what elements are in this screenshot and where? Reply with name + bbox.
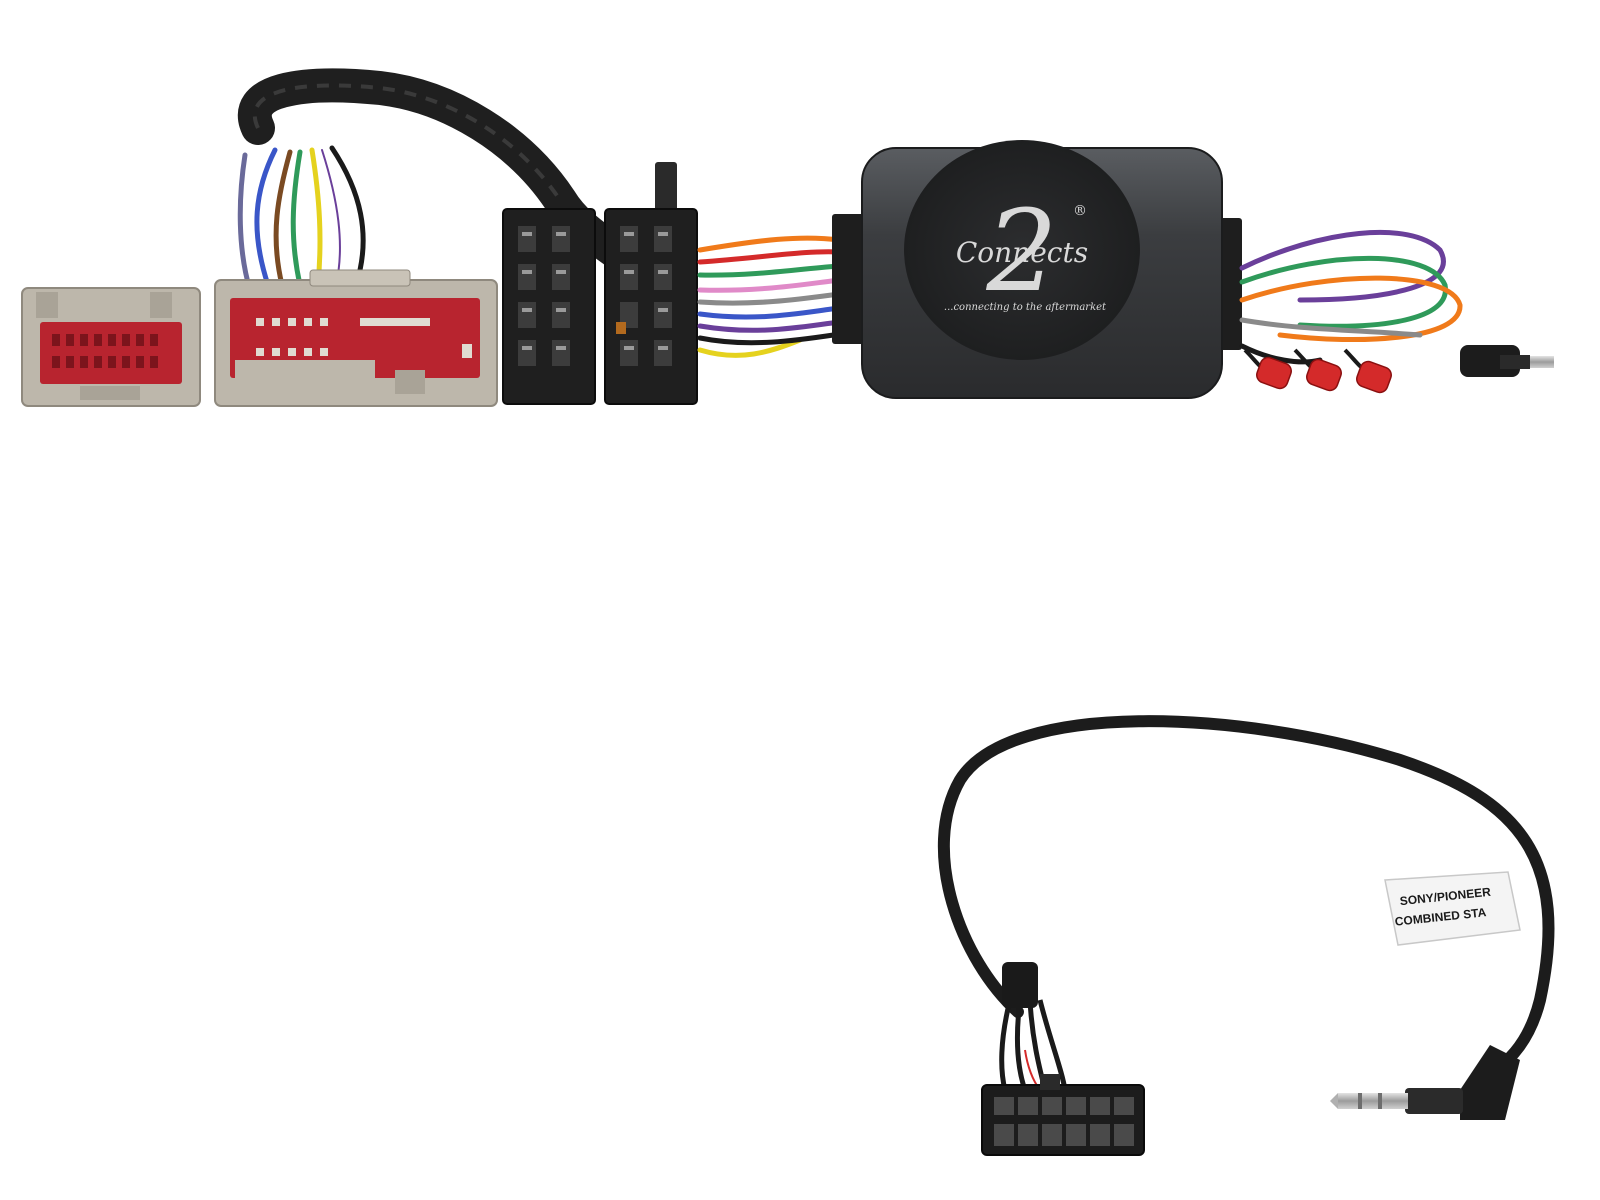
logo-wordmark: Connects: [956, 236, 1088, 269]
interface-box: 2 Connects ® ...connecting to the afterm…: [832, 140, 1242, 399]
grey-connector-small: [21, 287, 201, 407]
patch-lead-12pin-connector: [981, 1074, 1145, 1156]
harness-wires-left: [237, 145, 366, 293]
iso-connector-1: [502, 208, 596, 405]
harness-wires-right: [1239, 229, 1463, 365]
iso-connector-2: [604, 162, 698, 405]
logo-registered: ®: [1073, 203, 1087, 219]
harness-jack: [1460, 345, 1554, 377]
patch-lead-label: SONY/PIONEER COMBINED STA: [1384, 871, 1521, 946]
red-terminals: [1243, 348, 1392, 394]
patch-lead-jack: [1330, 1045, 1520, 1120]
logo-tagline: ...connecting to the aftermarket: [944, 302, 1107, 313]
harness-wires-middle: [697, 235, 843, 358]
grey-connector-large: [214, 269, 498, 407]
logo-numeral: 2: [985, 187, 1057, 317]
patch-lead: SONY/PIONEER COMBINED STA: [937, 715, 1555, 1156]
